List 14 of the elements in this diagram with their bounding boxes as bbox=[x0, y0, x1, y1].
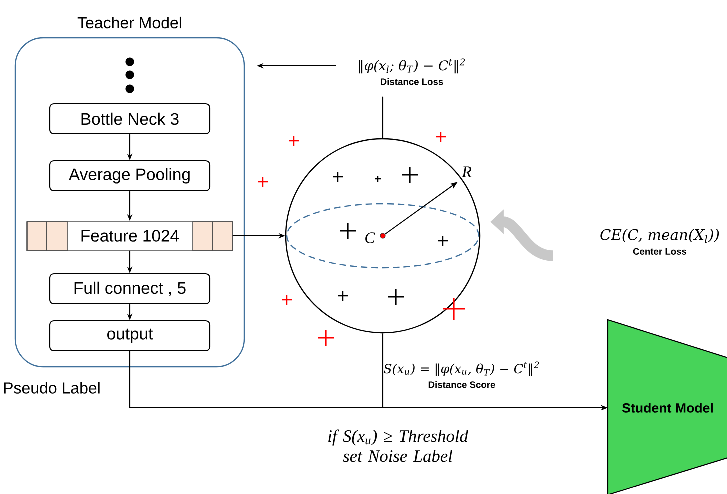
score-formula: S(x$_{u}$) = ‖φ(x$_{u}$, θ$_{T}$) − C$^{t}$‖$^{2}$ Distance Score bbox=[384, 362, 540, 388]
loss-formula: CE(C, mean(X$_{l}$)) Center Loss bbox=[600, 229, 720, 255]
layer-box: Bottle Neck 3 bbox=[49, 103, 211, 135]
layer-box: Full connect , 5 bbox=[49, 273, 211, 305]
threshold-note: if S(x$_{u}$) ≥ Threshold set Noise Label bbox=[328, 430, 468, 462]
feature-vector-box: Feature 1024 bbox=[26, 221, 234, 252]
layer-box: output bbox=[49, 320, 211, 352]
edge-label: Pseudo Label bbox=[2, 380, 102, 396]
center-label: C bbox=[366, 232, 376, 244]
loss-formula: ‖φ(x$_{l}$; θ$_{T}$) − C$^{t}$‖$^{2}$ Distance Loss bbox=[359, 58, 466, 86]
student-model-trapezoid: Student Model bbox=[607, 319, 727, 494]
radius-label: R bbox=[462, 166, 472, 178]
layer-box: Average Pooling bbox=[49, 160, 211, 192]
sphere bbox=[285, 138, 481, 334]
